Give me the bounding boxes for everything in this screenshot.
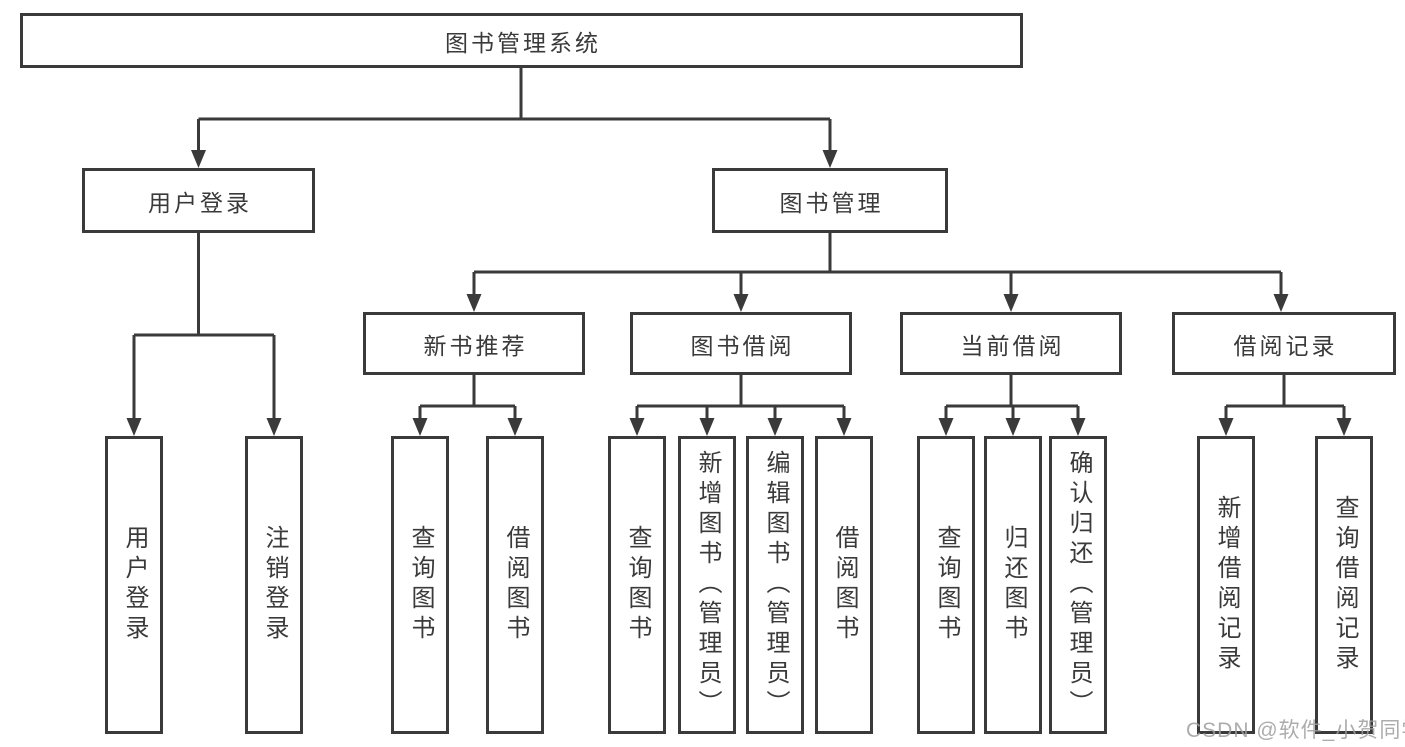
leaf-user-login: 用户登录 [105, 436, 163, 734]
leaf-query-book-borrow-label: 查询图书 [624, 525, 651, 645]
leaf-confirm-return-admin-label: 确认归还（管理员） [1065, 450, 1092, 720]
leaf-query-book-current-label: 查询图书 [933, 525, 960, 645]
leaf-add-borrow-record: 新增借阅记录 [1197, 436, 1255, 734]
leaf-edit-book-admin: 编辑图书（管理员） [746, 436, 804, 734]
node-current-borrowing-label: 当前借阅 [960, 332, 1065, 359]
leaf-logout: 注销登录 [245, 436, 303, 734]
node-book-borrowing: 图书借阅 [630, 312, 852, 375]
leaf-query-book-recommend-label: 查询图书 [407, 525, 434, 645]
node-root: 图书管理系统 [20, 13, 1023, 68]
leaf-borrow-book: 借阅图书 [815, 436, 873, 734]
leaf-edit-book-admin-label: 编辑图书（管理员） [762, 450, 789, 720]
node-user-login-label: 用户登录 [148, 189, 252, 216]
node-book-borrowing-label: 图书借阅 [690, 332, 795, 359]
leaf-query-book-borrow: 查询图书 [608, 436, 666, 734]
leaf-query-book-recommend: 查询图书 [391, 436, 449, 734]
node-borrowing-records: 借阅记录 [1172, 312, 1396, 375]
leaf-add-book-admin-label: 新增图书（管理员） [694, 450, 721, 720]
node-new-book-recommend-label: 新书推荐 [423, 332, 528, 359]
leaf-return-book-label: 归还图书 [1000, 525, 1027, 645]
node-borrowing-records-label: 借阅记录 [1233, 332, 1338, 359]
node-current-borrowing: 当前借阅 [900, 312, 1122, 375]
leaf-add-borrow-record-label: 新增借阅记录 [1213, 495, 1240, 675]
leaf-confirm-return-admin: 确认归还（管理员） [1049, 436, 1107, 734]
node-new-book-recommend: 新书推荐 [363, 312, 585, 375]
leaf-query-book-current: 查询图书 [917, 436, 975, 734]
leaf-return-book: 归还图书 [984, 436, 1042, 734]
leaf-borrow-book-recommend-label: 借阅图书 [502, 525, 529, 645]
leaf-user-login-label: 用户登录 [121, 525, 148, 645]
leaf-query-borrow-record: 查询借阅记录 [1315, 436, 1373, 734]
leaf-borrow-book-label: 借阅图书 [831, 525, 858, 645]
node-root-label: 图书管理系统 [445, 29, 601, 56]
node-user-login: 用户登录 [82, 168, 315, 233]
node-book-management: 图书管理 [712, 168, 948, 233]
leaf-logout-label: 注销登录 [261, 525, 288, 645]
leaf-add-book-admin: 新增图书（管理员） [678, 436, 736, 734]
leaf-query-borrow-record-label: 查询借阅记录 [1331, 495, 1358, 675]
node-book-management-label: 图书管理 [779, 189, 884, 216]
leaf-borrow-book-recommend: 借阅图书 [486, 436, 544, 734]
csdn-watermark: CSDN @软件_小贺同学 [1186, 719, 1405, 742]
